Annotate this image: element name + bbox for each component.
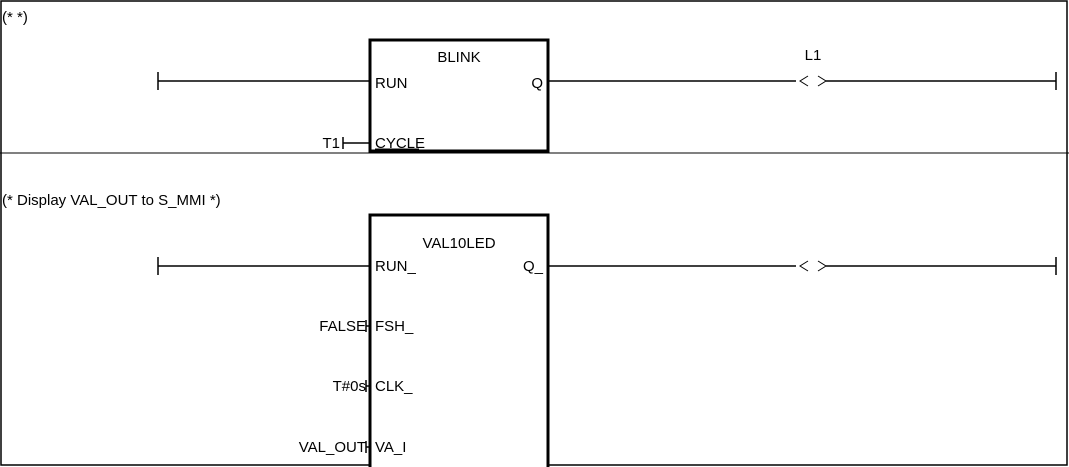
coil-right-bracket bbox=[817, 75, 827, 87]
block-pin-run: RUN_ bbox=[375, 258, 416, 275]
block-name: VAL10LED bbox=[422, 235, 495, 252]
block-output-q: Q_ bbox=[523, 258, 544, 275]
block-body bbox=[368, 38, 550, 153]
rung-1-comment: (* *) bbox=[2, 9, 28, 26]
input-variable-t0s[interactable]: T#0s bbox=[333, 378, 366, 395]
input-variable-t1[interactable]: T1 bbox=[322, 135, 340, 152]
block-body bbox=[368, 213, 550, 467]
coil-left-bracket bbox=[799, 75, 809, 87]
rung-2-comment: (* Display VAL_OUT to S_MMI *) bbox=[2, 192, 221, 209]
block-pin-vai: VA_I bbox=[375, 439, 406, 456]
input-variable-val-out[interactable]: VAL_OUT bbox=[299, 439, 366, 456]
coil-left-bracket bbox=[799, 260, 809, 272]
coil-label: L1 bbox=[805, 47, 822, 64]
block-pin-run: RUN bbox=[375, 75, 408, 92]
block-pin-clk: CLK_ bbox=[375, 378, 413, 395]
coil-l1[interactable]: L1 bbox=[799, 47, 827, 87]
block-output-q: Q bbox=[531, 75, 543, 92]
input-variable-false[interactable]: FALSE bbox=[319, 318, 366, 335]
function-block-blink[interactable]: BLINK RUN Q CYCLE bbox=[368, 38, 550, 153]
block-name: BLINK bbox=[437, 49, 480, 66]
rung-1[interactable]: (* *) BLINK RUN Q CYCLE T1 L1 bbox=[0, 9, 1069, 154]
block-pin-fsh: FSH_ bbox=[375, 318, 414, 335]
block-pin-cycle: CYCLE bbox=[375, 135, 425, 152]
rung-2[interactable]: (* Display VAL_OUT to S_MMI *) VAL10LED … bbox=[2, 192, 1057, 467]
function-block-val10led[interactable]: VAL10LED RUN_ Q_ FSH_ CLK_ VA_I bbox=[368, 213, 550, 467]
coil-right-bracket bbox=[817, 260, 827, 272]
coil[interactable] bbox=[799, 260, 827, 272]
